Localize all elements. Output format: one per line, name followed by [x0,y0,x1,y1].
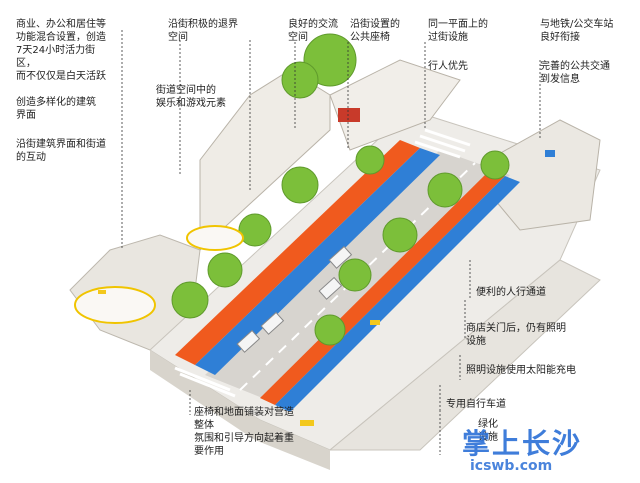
label-greening-facilities: 绿化 设施 [478,419,498,443]
street-trees [171,33,510,346]
watermark-url: icswb.com [470,458,553,474]
cars [236,245,353,353]
label-public-seating: 沿街设置的 公共座椅 [350,19,400,43]
yellow-accents [98,290,380,426]
back-building-block [329,59,461,151]
crosswalk [174,128,471,398]
label-walkway: 便利的人行通道 [476,287,546,298]
orange-lane-right [260,170,505,405]
label-setback-space: 沿街积极的退界 空间 [168,19,238,43]
round-plaza-mid [186,225,244,251]
leader-lines [121,30,541,455]
round-plaza-left [74,286,156,324]
label-level-crossing: 同一平面上的 过街设施 [428,19,488,43]
label-pedestrian-priority: 行人优先 [428,61,468,72]
right-sidewalk [328,259,601,451]
label-paving-seating: 座椅和地面铺装对营造 整体 氛围和引导方向起着重 要作用 [194,407,294,457]
label-transit-info: 完善的公共交通 到发信息 [540,61,610,85]
label-facade-interaction: 沿街建筑界面和街道 的互动 [16,139,106,163]
label-mixed-use: 商业、办公和居住等 功能混合设置，创造 7天24小时活力街 区， 而不仅仅是白天… [16,19,106,82]
label-good-circulation: 良好的交流 空间 [288,19,338,43]
building-window-red [338,108,360,122]
orange-lane-left [175,140,420,365]
right-building-block [469,119,601,231]
label-transit-link: 与地铁/公交车站 良好衔接 [540,19,614,43]
label-bike-lane: 专用自行车道 [446,399,506,410]
label-solar-lighting: 照明设施使用太阳能充电 [466,365,576,376]
blue-lane-right [275,176,520,412]
bus-stop-sign [545,150,555,157]
label-recreation: 街道空间中的 娱乐和游戏元素 [156,85,226,109]
label-lighting-after-hours: 商店关门后，仍有照明 设施 [466,323,566,347]
label-diverse-facade: 创造多样化的建筑 界面 [16,97,96,121]
blue-lane-left [195,148,440,375]
watermark-logo: 掌上长沙 [462,427,583,460]
